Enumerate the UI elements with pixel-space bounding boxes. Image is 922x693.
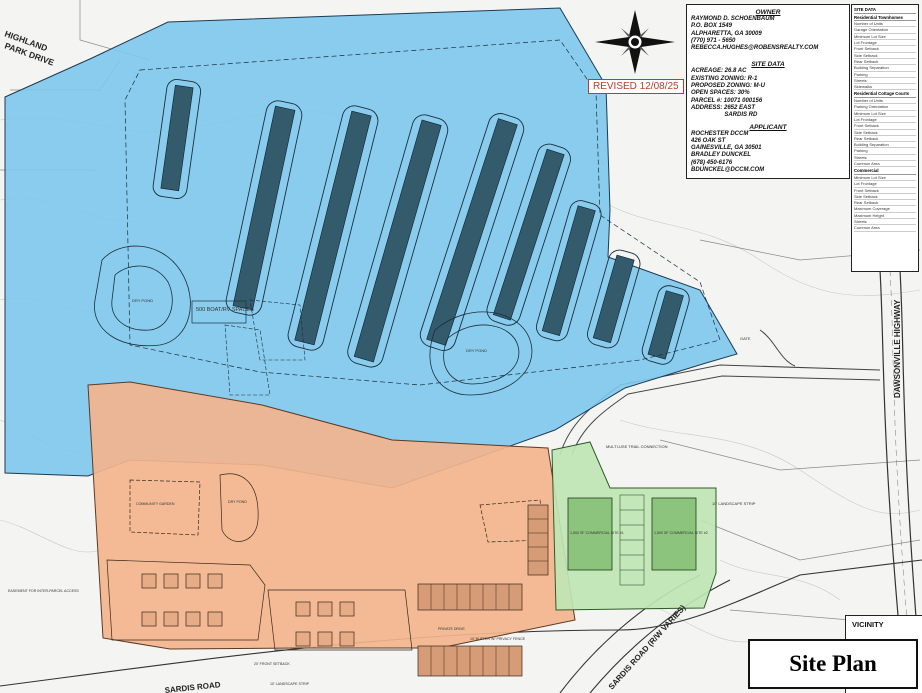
table-row: Maximum Coverage — [854, 206, 916, 213]
owner-line: ALPHARETTA, GA 30009 — [691, 30, 762, 37]
site-data-heading: SITE DATA — [751, 61, 785, 69]
table-section-heading: Commercial — [854, 168, 916, 175]
table-row: Common Area — [854, 161, 916, 168]
cottage-courts — [141, 573, 355, 647]
table-section-heading: Residential Cottage Courts — [854, 91, 916, 99]
site-data-line: SARDIS RD — [691, 112, 758, 119]
table-row: Front Setback — [854, 188, 916, 194]
site-data-line: PROPOSED ZONING: M-U — [691, 83, 766, 90]
residential-layout — [106, 473, 546, 651]
pond-label-left: DRY POND — [132, 298, 153, 303]
site-data-line: ACREAGE: 26.8 AC — [691, 68, 747, 75]
table-row: Streets — [854, 78, 916, 85]
site-data-table: SITE DATA Residential Townhomes Number o… — [851, 4, 919, 272]
table-row: Rear Setback — [854, 136, 916, 143]
road-label-sardis-right: SARDIS ROAD (R/W VARIES) — [607, 603, 688, 691]
rv-storage-rows — [152, 79, 690, 368]
table-row: Parking — [854, 148, 916, 155]
applicant-line: (678) 450-6176 — [691, 159, 733, 166]
site-plan-title: Site Plan — [789, 651, 877, 676]
table-row: Minimum Lot Size — [854, 111, 916, 117]
table-row: Building Separation — [854, 65, 916, 72]
front-setback-label: 20' FRONT SETBACK — [254, 662, 290, 666]
owner-line: (770) 971 - 5650 — [691, 37, 736, 44]
site-data-line: ADDRESS: 2652 EAST — [691, 104, 756, 111]
boat-rv-label: 500 BOAT/RV SPACES — [196, 307, 254, 313]
table-row: Side Setback — [854, 130, 916, 136]
compass-star-icon — [595, 10, 675, 74]
pond-label-right: DRY POND — [466, 348, 487, 353]
table-row: Front Setback — [854, 123, 916, 130]
applicant-heading: APPLICANT — [749, 123, 787, 131]
applicant-line: BDUNCKEL@DCCM.COM — [691, 167, 765, 174]
table-row: Lot Frontage — [854, 181, 916, 188]
commercial-buildings — [567, 497, 697, 571]
private-drive-label: PRIVATE DRIVE — [438, 627, 465, 631]
table-row: Front Setback — [854, 46, 916, 53]
gate-label: GATE — [740, 336, 751, 341]
dawsonville-highway — [879, 269, 922, 693]
table-row: Parking — [854, 72, 916, 78]
table-row: Garage Orientation — [854, 27, 916, 34]
community-garden-label: COMMUNITY GARDEN — [136, 502, 175, 506]
table-row: Streets — [854, 219, 916, 226]
owner-line: P.O. BOX 1549 — [691, 23, 732, 30]
vicinity-map-label: VICINITY — [852, 620, 884, 629]
table-row: Minimum Lot Size — [854, 175, 916, 182]
commercial-site-1-label: 1,500 SF COMMERCIAL SITE #1 — [570, 531, 624, 535]
table-row: Rear Setback — [854, 59, 916, 66]
boat-rv-label-box — [191, 300, 247, 324]
table-section-heading: Residential Townhomes — [854, 15, 916, 22]
dry-pond-small-label: DRY POND — [228, 500, 247, 504]
table-row: Minimum Lot Size — [854, 34, 916, 41]
table-row: Side Setback — [854, 53, 916, 59]
table-row: Number of Units — [854, 21, 916, 28]
table-row: Streets — [854, 155, 916, 162]
table-row: Number of Units — [854, 98, 916, 105]
boat-rv-storage-zone — [4, 7, 738, 489]
applicant-line: BRADLEY DUNCKEL — [691, 152, 751, 159]
landscape-strip-2-label: 10' LANDSCAPE STRIP — [270, 682, 310, 686]
sediment-areas — [224, 299, 306, 396]
title-block-panel: OWNER RAYMOND D. SCHOENBAUM P.O. BOX 154… — [686, 4, 850, 180]
commercial-site-2-label: 1,500 SF COMMERCIAL SITE #2 — [654, 531, 708, 535]
table-row: Lot Frontage — [854, 40, 916, 47]
owner-line: REBECCA.HUGHES@ROBENSREALTY.COM — [691, 45, 819, 52]
table-row: Sidewalks — [854, 84, 916, 91]
owner-heading: OWNER — [755, 9, 781, 16]
trail-label: MULTI-USE TRAIL CONNECTION — [606, 444, 668, 449]
site-data-line: EXISTING ZONING: R-1 — [691, 75, 758, 82]
table-row: Lot Frontage — [854, 117, 916, 124]
road-label-sardis-left: SARDIS ROAD — [164, 680, 221, 693]
applicant-line: 426 OAK ST — [691, 137, 726, 144]
owner-line: RAYMOND D. SCHOENBAUM — [691, 16, 775, 22]
commercial-parking — [619, 494, 645, 586]
site-data-line: PARCEL #: 10071 000156 — [691, 97, 763, 104]
table-title: SITE DATA — [854, 7, 916, 14]
table-row: Side Setback — [854, 194, 916, 201]
dry-ponds — [94, 245, 533, 396]
site-plan-title-box: Site Plan — [748, 639, 918, 689]
buffer-fence-label: 10' BUFFER W/ PRIVACY FENCE — [470, 637, 526, 641]
applicant-line: GAINESVILLE, GA 30501 — [691, 145, 762, 152]
townhome-dividers — [430, 518, 548, 676]
table-row: Rear Setback — [854, 200, 916, 207]
north-arrow-compass — [595, 10, 675, 74]
revised-date-stamp: REVISED 12/08/25 — [588, 79, 684, 94]
table-row: Building Separation — [854, 142, 916, 149]
applicant-line: ROCHESTER DCCM — [691, 130, 749, 137]
site-data-line: OPEN SPACES: 30% — [691, 90, 750, 97]
table-row: Parking Orientation — [854, 104, 916, 111]
road-label-dawsonville: DAWSONVILLE HIGHWAY — [893, 299, 902, 398]
easement-label: EASEMENT FOR INTER-PARCEL ACCESS — [8, 589, 79, 593]
table-row: Maximum Height — [854, 213, 916, 219]
landscape-strip-label: 10' LANDSCAPE STRIP — [712, 501, 756, 506]
table-row: Common Area — [854, 225, 916, 232]
